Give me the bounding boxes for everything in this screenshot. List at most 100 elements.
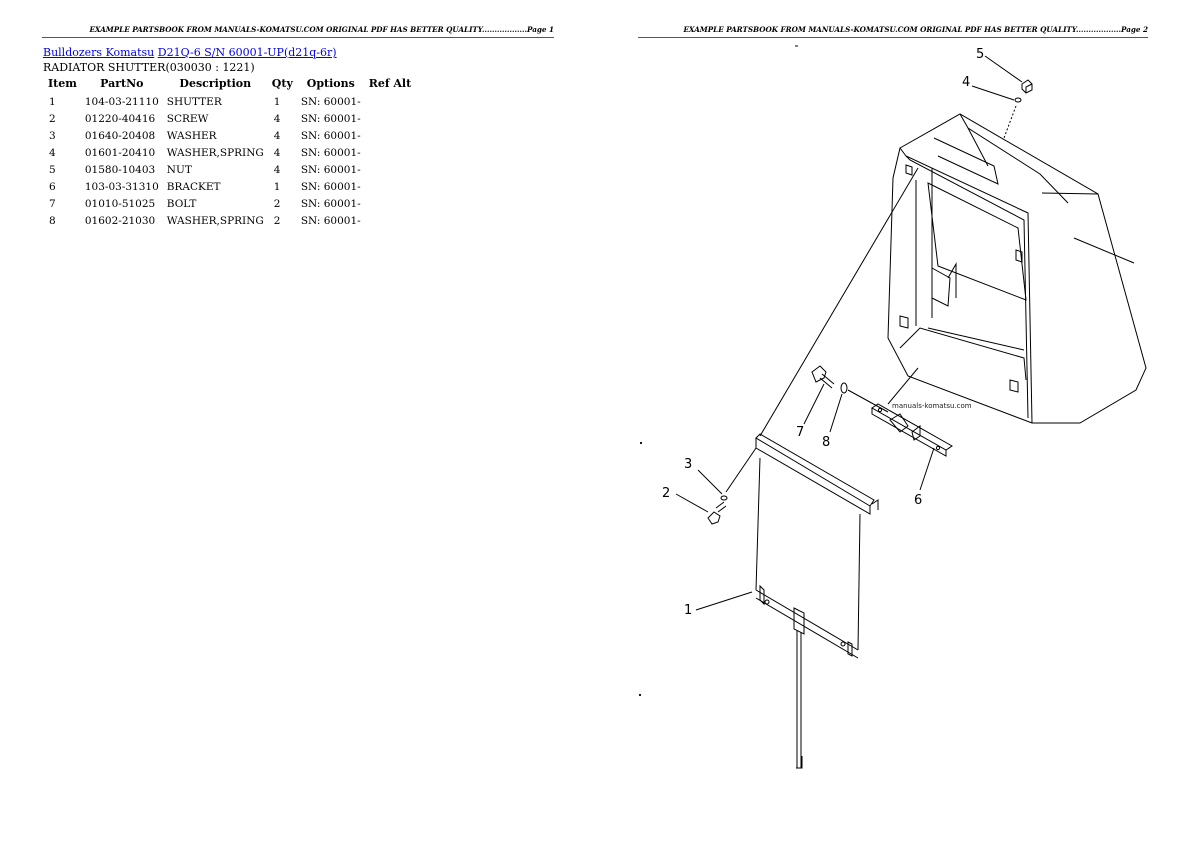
cell-qty: 2 [273, 214, 281, 227]
cell-options: SN: 60001- [300, 146, 361, 159]
col-item: Item [48, 77, 77, 90]
table-row: 5 01580-10403 NUT 4 SN: 60001- [44, 161, 415, 178]
col-partno: PartNo [100, 77, 144, 90]
bolt-washer-part [840, 382, 848, 394]
cell-item: 2 [49, 112, 56, 125]
cell-options: SN: 60001- [300, 197, 361, 210]
col-qty: Qty [271, 77, 293, 90]
cell-description: SCREW [166, 112, 209, 125]
table-row: 4 01601-20410 WASHER,SPRING 4 SN: 60001- [44, 144, 415, 161]
table-row: 1 104-03-21110 SHUTTER 1 SN: 60001- [44, 93, 415, 110]
cell-partno: 01640-20408 [84, 129, 156, 142]
cell-partno: 01601-20410 [84, 146, 156, 159]
leader-2 [675, 493, 709, 513]
breadcrumb: Bulldozers Komatsu D21Q-6 S/N 60001-UP(d… [43, 46, 337, 59]
bolt-assembly-line [847, 389, 889, 413]
callout-4: 4 [962, 75, 970, 90]
cell-qty: 1 [273, 95, 281, 108]
col-description: Description [179, 77, 252, 90]
bolt-part [811, 365, 835, 389]
bracket-part [871, 367, 953, 457]
callout-8: 8 [822, 435, 830, 450]
parts-table-header: Item PartNo Description Qty Options Ref … [44, 77, 415, 93]
cell-description: BOLT [166, 197, 197, 210]
section-title: RADIATOR SHUTTER(030030 : 1221) [43, 61, 255, 74]
cell-description: BRACKET [166, 180, 221, 193]
breadcrumb-category-link[interactable]: Bulldozers Komatsu [43, 46, 155, 59]
stray-dot [638, 693, 642, 697]
watermark: manuals-komatsu.com [892, 402, 972, 410]
cell-item: 6 [49, 180, 56, 193]
cell-description: WASHER,SPRING [166, 146, 264, 159]
nut-part [1021, 79, 1033, 94]
radiator-guard-housing [887, 113, 1147, 424]
cell-qty: 4 [273, 163, 281, 176]
cell-item: 8 [49, 214, 56, 227]
breadcrumb-model-link[interactable]: D21Q-6 S/N 60001-UP(d21q-6r) [157, 46, 337, 59]
cell-qty: 4 [273, 129, 281, 142]
cell-item: 4 [49, 146, 56, 159]
cell-options: SN: 60001- [300, 112, 361, 125]
cell-qty: 1 [273, 180, 281, 193]
cell-description: NUT [166, 163, 192, 176]
cell-item: 5 [49, 163, 56, 176]
callout-3: 3 [684, 457, 692, 472]
leader-5 [984, 55, 1023, 83]
cell-description: SHUTTER [166, 95, 222, 108]
stray-dot [639, 441, 643, 445]
screw-washer-part [720, 495, 728, 501]
col-ref-alt: Ref Alt [368, 77, 412, 90]
cell-partno: 01580-10403 [84, 163, 156, 176]
callout-7: 7 [796, 425, 804, 440]
shutter-part [755, 433, 879, 769]
nut-assembly-line [1003, 105, 1017, 139]
leader-3 [697, 469, 723, 495]
cell-description: WASHER [166, 129, 217, 142]
page2-header: EXAMPLE PARTSBOOK FROM MANUALS-KOMATSU.C… [683, 25, 1148, 34]
cell-item: 3 [49, 129, 56, 142]
table-row: 7 01010-51025 BOLT 2 SN: 60001- [44, 195, 415, 212]
screw-assembly-line [725, 447, 757, 493]
table-row: 8 01602-21030 WASHER,SPRING 2 SN: 60001- [44, 212, 415, 229]
cell-qty: 4 [273, 146, 281, 159]
cell-ref-alt [365, 127, 416, 144]
screw-part [707, 501, 727, 525]
cell-qty: 4 [273, 112, 281, 125]
bracket-assembly-line [887, 367, 919, 405]
leader-1 [695, 591, 753, 611]
parts-table: Item PartNo Description Qty Options Ref … [44, 77, 415, 229]
page1-header: EXAMPLE PARTSBOOK FROM MANUALS-KOMATSU.C… [89, 25, 554, 34]
cell-ref-alt [365, 110, 416, 127]
leader-4 [971, 85, 1015, 101]
leader-7 [803, 383, 825, 425]
cell-qty: 2 [273, 197, 281, 210]
leader-8 [829, 393, 843, 433]
cell-description: WASHER,SPRING [166, 214, 264, 227]
callout-1: 1 [684, 603, 692, 618]
cell-partno: 01220-40416 [84, 112, 156, 125]
cell-options: SN: 60001- [300, 214, 361, 227]
cell-options: SN: 60001- [300, 163, 361, 176]
cell-item: 7 [49, 197, 56, 210]
cell-ref-alt [365, 178, 416, 195]
assembly-line [759, 167, 919, 437]
exploded-parts-diagram: 5 4 7 8 3 2 6 1 manuals-komatsu.com [638, 45, 1147, 769]
cell-options: SN: 60001- [300, 180, 361, 193]
cell-ref-alt [365, 212, 416, 229]
spring-washer-part [1014, 97, 1022, 103]
callout-5: 5 [976, 47, 984, 62]
cell-partno: 103-03-31310 [84, 180, 159, 193]
table-row: 3 01640-20408 WASHER 4 SN: 60001- [44, 127, 415, 144]
cell-options: SN: 60001- [300, 95, 361, 108]
cell-ref-alt [365, 161, 416, 178]
table-row: 6 103-03-31310 BRACKET 1 SN: 60001- [44, 178, 415, 195]
cell-options: SN: 60001- [300, 129, 361, 142]
page1-header-rule [42, 37, 554, 38]
page2-header-rule [638, 37, 1148, 38]
cell-ref-alt [365, 93, 416, 110]
cell-ref-alt [365, 195, 416, 212]
cell-item: 1 [49, 95, 56, 108]
cell-partno: 01602-21030 [84, 214, 156, 227]
table-row: 2 01220-40416 SCREW 4 SN: 60001- [44, 110, 415, 127]
callout-6: 6 [914, 493, 922, 508]
